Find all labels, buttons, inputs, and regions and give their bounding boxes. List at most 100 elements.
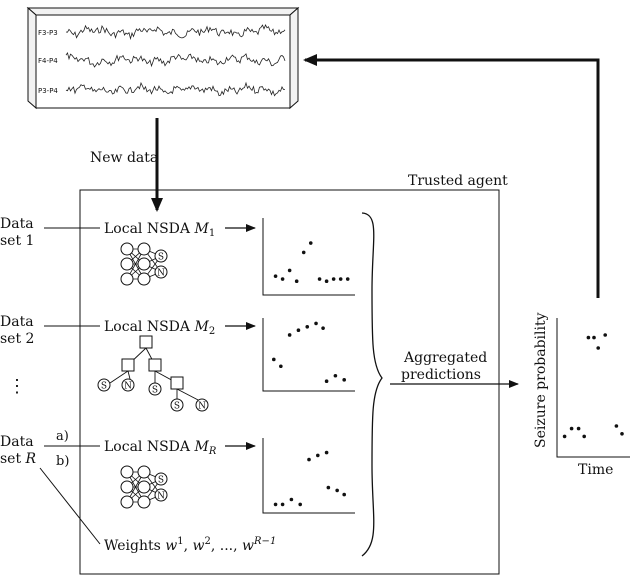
data-point bbox=[335, 488, 339, 493]
tree-split-node bbox=[170, 376, 184, 390]
model-label: Local NSDA M1 bbox=[104, 221, 215, 239]
local-prediction-plot bbox=[262, 318, 355, 392]
data-point bbox=[562, 434, 567, 439]
data-point bbox=[603, 333, 607, 337]
time-axis-label: Time bbox=[578, 462, 613, 478]
eeg-trace bbox=[65, 24, 286, 41]
network-node bbox=[120, 257, 134, 271]
branch-b-label: b) bbox=[56, 454, 69, 469]
tree-leaf-node bbox=[195, 398, 209, 412]
data-point bbox=[324, 279, 329, 284]
tree-split-node bbox=[121, 358, 135, 372]
data-point bbox=[280, 277, 285, 281]
data-point bbox=[331, 277, 336, 281]
seizure-probability-chart bbox=[556, 318, 630, 458]
data-point bbox=[289, 497, 294, 502]
network-node bbox=[120, 272, 134, 286]
data-point bbox=[280, 502, 285, 507]
dataset-1: Data set 1 bbox=[0, 216, 100, 249]
dataset-label: Data bbox=[0, 216, 34, 232]
tree-edge bbox=[176, 388, 203, 403]
tree-leaf-node bbox=[97, 378, 111, 392]
dataset-label: set 2 bbox=[0, 331, 34, 347]
output-node bbox=[154, 265, 168, 279]
aggregation-brace bbox=[361, 212, 383, 557]
node-label: S bbox=[101, 382, 107, 392]
weights-label: Weights w1, w2, ..., wR−1 bbox=[104, 536, 276, 554]
data-point bbox=[272, 357, 276, 362]
dataset-label: set R bbox=[0, 451, 37, 467]
data-point bbox=[614, 424, 619, 428]
trusted-agent-label: Trusted agent bbox=[408, 173, 508, 189]
data-point bbox=[273, 274, 278, 278]
aggregated-label: Aggregated bbox=[403, 350, 487, 366]
data-point bbox=[620, 432, 624, 436]
node-label: S bbox=[158, 253, 164, 263]
data-point bbox=[314, 321, 318, 326]
network-node bbox=[120, 242, 134, 256]
tree-split-node bbox=[139, 335, 153, 349]
data-point bbox=[296, 328, 301, 333]
dataset-label: set 1 bbox=[0, 233, 34, 249]
node-label: S bbox=[152, 386, 158, 396]
data-point bbox=[287, 268, 292, 273]
network-node bbox=[120, 480, 134, 494]
data-point bbox=[338, 277, 343, 281]
eeg-channel-label: F4-P4 bbox=[38, 57, 58, 65]
model-label: Local NSDA MR bbox=[104, 439, 217, 457]
node-label: N bbox=[157, 492, 165, 502]
data-point bbox=[333, 373, 338, 378]
data-point bbox=[294, 279, 299, 284]
data-point bbox=[287, 333, 292, 337]
model-label: Local NSDA M2 bbox=[104, 319, 215, 337]
local-prediction-plot bbox=[262, 218, 355, 296]
data-point bbox=[582, 434, 586, 439]
ellipsis: ⋮ bbox=[8, 376, 26, 397]
dataset-r: Data set R a) b) bbox=[0, 429, 101, 545]
network-node bbox=[137, 257, 151, 271]
data-point bbox=[324, 379, 329, 384]
trusted-agent-box bbox=[79, 189, 500, 575]
tree-leaf-node bbox=[170, 398, 184, 412]
data-point bbox=[592, 335, 596, 340]
data-point bbox=[316, 453, 320, 458]
aggregated-label: predictions bbox=[401, 367, 481, 383]
data-point bbox=[569, 426, 574, 431]
data-point bbox=[596, 346, 600, 350]
data-point bbox=[308, 241, 313, 245]
data-point bbox=[576, 426, 581, 431]
feedback-arrow bbox=[303, 54, 600, 298]
output-node bbox=[154, 472, 168, 486]
data-point bbox=[586, 335, 591, 340]
network-node bbox=[137, 465, 151, 479]
eeg-channel-label: P3-P4 bbox=[38, 87, 58, 95]
output-node bbox=[154, 488, 168, 502]
network-node bbox=[137, 495, 151, 509]
output-node bbox=[154, 249, 168, 263]
data-point bbox=[279, 364, 283, 369]
new-data-label: New data bbox=[90, 150, 158, 166]
data-point bbox=[305, 325, 310, 329]
data-point bbox=[321, 326, 325, 330]
node-label: N bbox=[198, 402, 206, 412]
data-point bbox=[298, 502, 303, 507]
eeg-panel: F3-P3 F4-P4 P3-P4 bbox=[26, 6, 300, 110]
dataset-label: Data bbox=[0, 314, 34, 330]
network-node bbox=[137, 272, 151, 286]
node-label: N bbox=[157, 269, 165, 279]
network-node bbox=[137, 242, 151, 256]
eeg-trace bbox=[65, 51, 286, 68]
node-label: S bbox=[158, 476, 164, 486]
data-point bbox=[342, 492, 347, 497]
data-point bbox=[301, 250, 306, 255]
eeg-channel-label: F3-P3 bbox=[38, 29, 58, 37]
network-node bbox=[120, 465, 134, 479]
dataset-2: Data set 2 bbox=[0, 314, 100, 347]
data-point bbox=[317, 277, 322, 281]
seizure-probability-axis-label: Seizure probability bbox=[533, 312, 549, 448]
node-label: S bbox=[174, 402, 180, 412]
data-point bbox=[342, 378, 347, 382]
data-point bbox=[307, 457, 311, 462]
